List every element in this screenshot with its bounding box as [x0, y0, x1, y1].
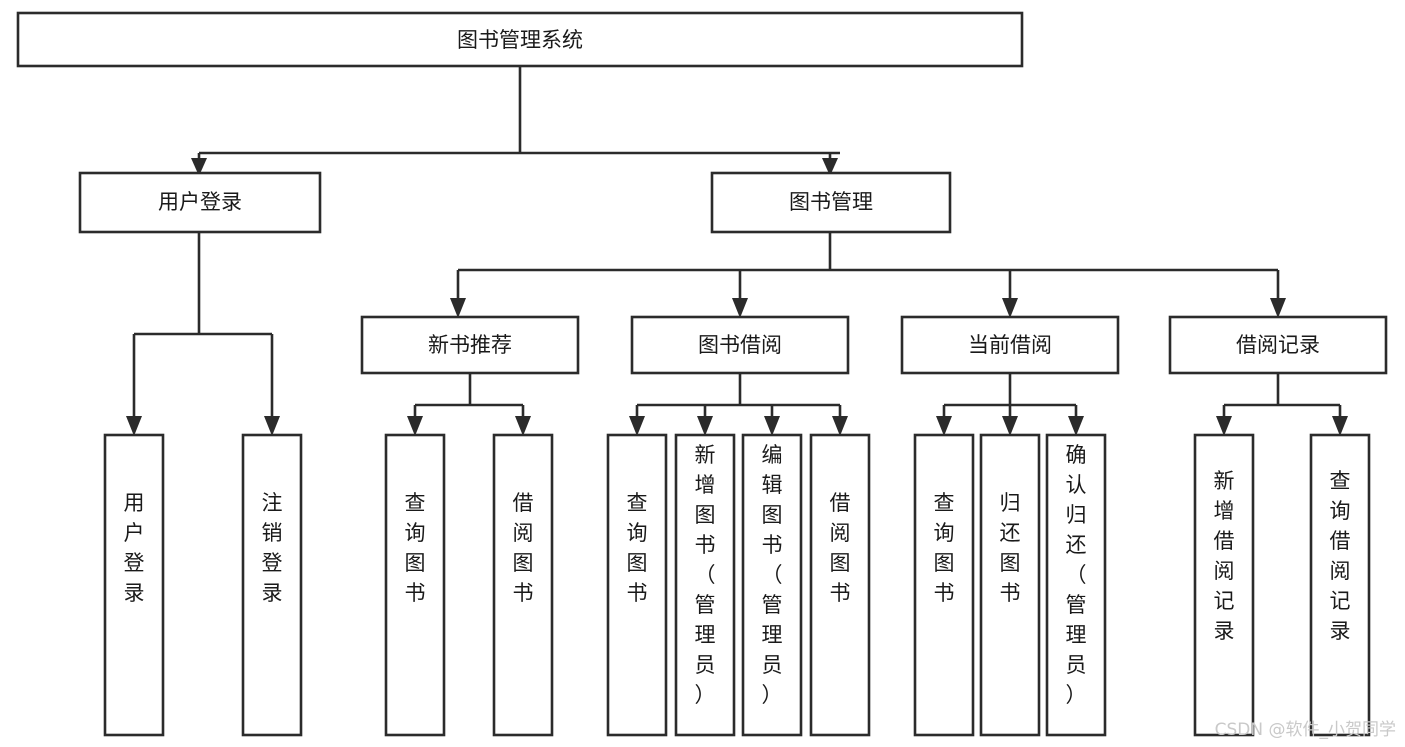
leaf-box[interactable]	[492, 433, 554, 737]
leaf-label: 查询图书	[405, 491, 426, 605]
leaf-node[interactable]: 借阅图书	[492, 433, 554, 737]
leaf-node[interactable]: 查询图书	[913, 433, 975, 737]
arrowhead-leaf-new-book-0	[407, 416, 423, 436]
leaf-layer: 用户登录 注销登录 查询图书 借阅图书 查询图书 新增图书（管理员） 编辑图书（…	[103, 433, 1371, 737]
arrowhead-book-borrow	[732, 298, 748, 318]
node-root-label: 图书管理系统	[457, 28, 583, 52]
leaf-node[interactable]: 用户登录	[103, 433, 165, 737]
node-book-borrow-label: 图书借阅	[698, 333, 782, 357]
arrowhead-leaf-current-borrow-2	[1068, 416, 1084, 436]
leaf-node[interactable]: 编辑图书（管理员）	[741, 433, 803, 737]
node-borrow-record-label: 借阅记录	[1236, 333, 1320, 357]
leaf-node[interactable]: 新增图书（管理员）	[674, 433, 736, 737]
leaf-label: 查询图书	[934, 491, 955, 605]
arrowhead-leaf-book-borrow-1	[697, 416, 713, 436]
leaf-box[interactable]	[241, 433, 303, 737]
node-root[interactable]: 图书管理系统	[16, 11, 1024, 68]
leaf-box[interactable]	[103, 433, 165, 737]
arrowhead-leaf-borrow-record-1	[1332, 416, 1348, 436]
node-borrow-record[interactable]: 借阅记录	[1168, 315, 1388, 375]
arrowhead-leaf-current-borrow-0	[936, 416, 952, 436]
leaf-node[interactable]: 查询借阅记录	[1309, 433, 1371, 737]
arrowhead-leaf-user-login-1	[264, 416, 280, 436]
arrowhead-new-book	[450, 298, 466, 318]
leaf-box[interactable]	[741, 433, 803, 737]
leaf-label: 注销登录	[262, 491, 283, 605]
leaf-box[interactable]	[809, 433, 871, 737]
node-book-management-label: 图书管理	[789, 190, 873, 214]
arrowhead-leaf-current-borrow-1	[1002, 416, 1018, 436]
arrowhead-leaf-borrow-record-0	[1216, 416, 1232, 436]
leaf-label: 编辑图书（管理员）	[762, 443, 783, 707]
node-current-borrow-box[interactable]	[900, 315, 1120, 375]
leaf-label: 确认归还（管理员）	[1066, 443, 1087, 707]
leaf-box[interactable]	[606, 433, 668, 737]
leaf-node[interactable]: 新增借阅记录	[1193, 433, 1255, 737]
node-user-login-box[interactable]	[78, 171, 322, 234]
leaf-box[interactable]	[1193, 433, 1255, 737]
leaf-node[interactable]: 注销登录	[241, 433, 303, 737]
node-current-borrow[interactable]: 当前借阅	[900, 315, 1120, 375]
arrowhead-current-borrow	[1002, 298, 1018, 318]
arrowhead-leaf-new-book-1	[515, 416, 531, 436]
node-new-book-recommend-label: 新书推荐	[428, 333, 512, 357]
arrowhead-leaf-book-borrow-0	[629, 416, 645, 436]
leaf-node[interactable]: 归还图书	[979, 433, 1041, 737]
leaf-node[interactable]: 查询图书	[606, 433, 668, 737]
node-book-management-box[interactable]	[710, 171, 952, 234]
arrowhead-leaf-user-login-0	[126, 416, 142, 436]
leaf-label: 查询图书	[627, 491, 648, 605]
leaf-label: 借阅图书	[830, 491, 851, 605]
node-book-borrow[interactable]: 图书借阅	[630, 315, 850, 375]
arrowhead-borrow-record	[1270, 298, 1286, 318]
leaf-box[interactable]	[913, 433, 975, 737]
node-current-borrow-label: 当前借阅	[968, 333, 1052, 357]
leaf-label: 用户登录	[124, 491, 145, 605]
node-root-box[interactable]	[16, 11, 1024, 68]
arrowhead-leaf-book-borrow-2	[764, 416, 780, 436]
leaf-label: 借阅图书	[513, 491, 534, 605]
arrowhead-user-login	[191, 158, 207, 176]
leaf-label: 归还图书	[1000, 491, 1021, 605]
node-book-borrow-box[interactable]	[630, 315, 850, 375]
leaf-label: 新增图书（管理员）	[695, 443, 716, 707]
leaf-box[interactable]	[1309, 433, 1371, 737]
leaf-box[interactable]	[1045, 433, 1107, 737]
leaf-box[interactable]	[979, 433, 1041, 737]
leaf-box[interactable]	[674, 433, 736, 737]
arrowhead-book-mgmt	[822, 158, 838, 176]
leaf-node[interactable]: 确认归还（管理员）	[1045, 433, 1107, 737]
node-book-management[interactable]: 图书管理	[710, 171, 952, 234]
node-user-login-label: 用户登录	[158, 190, 242, 214]
node-user-login[interactable]: 用户登录	[78, 171, 322, 234]
leaf-box[interactable]	[384, 433, 446, 737]
connector-layer	[126, 66, 1348, 436]
leaf-node[interactable]: 借阅图书	[809, 433, 871, 737]
leaf-label: 查询借阅记录	[1330, 469, 1351, 643]
watermark-text: CSDN @软件_小贺同学	[1215, 720, 1396, 740]
arrowhead-leaf-book-borrow-3	[832, 416, 848, 436]
leaf-node[interactable]: 查询图书	[384, 433, 446, 737]
leaf-label: 新增借阅记录	[1214, 469, 1235, 643]
node-new-book-recommend-box[interactable]	[360, 315, 580, 375]
node-new-book-recommend[interactable]: 新书推荐	[360, 315, 580, 375]
node-borrow-record-box[interactable]	[1168, 315, 1388, 375]
